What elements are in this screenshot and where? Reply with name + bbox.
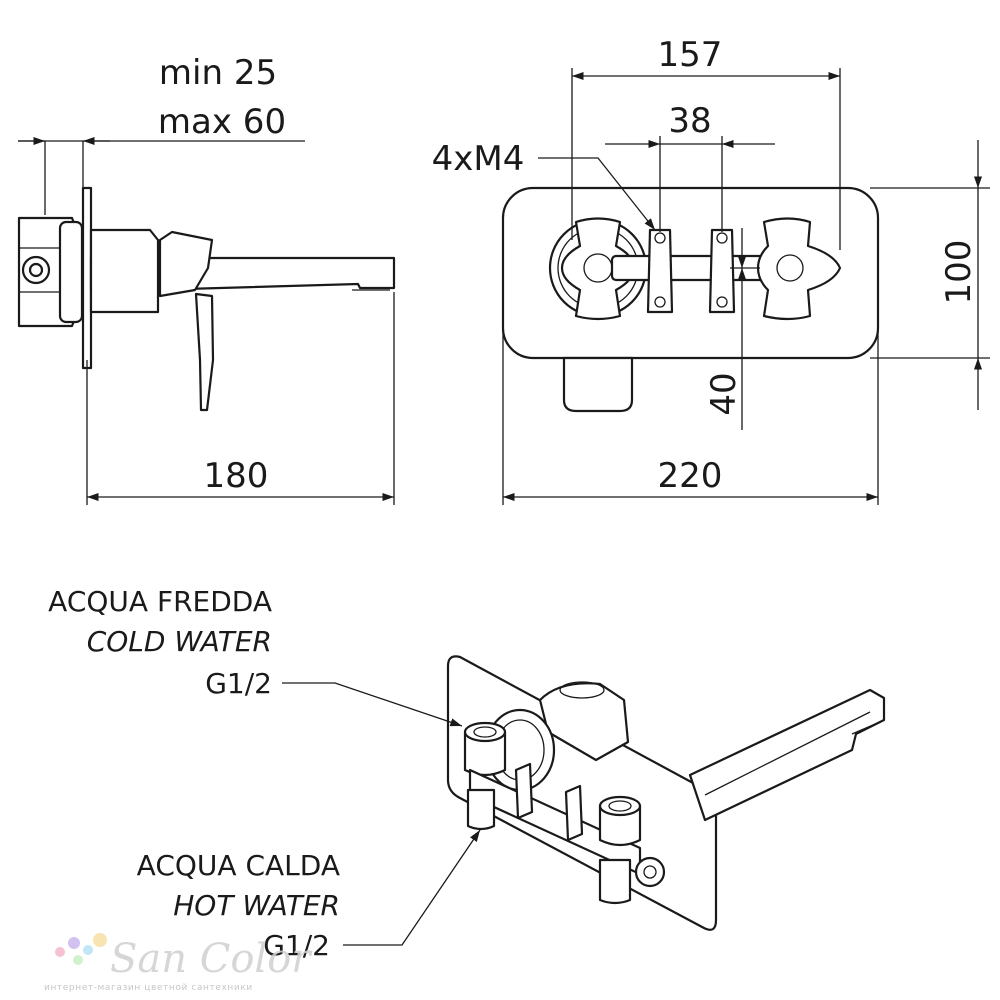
cold-water-italian-label: ACQUA FREDDA	[48, 585, 272, 618]
watermark: San Color интернет-магазин цветной санте…	[44, 933, 313, 993]
watermark-dot	[68, 937, 80, 949]
screw-leader	[538, 157, 656, 231]
cold-water-english-label: COLD WATER	[87, 625, 272, 658]
plate-width-label: 220	[658, 456, 723, 496]
hot-water-english-label: HOT WATER	[173, 889, 340, 922]
mount-bracket-right	[708, 228, 736, 314]
plate-height-label: 100	[939, 240, 979, 305]
wall-plate	[81, 186, 93, 370]
iso-cold-inlet	[463, 730, 507, 777]
iso-hot-inlet	[598, 804, 642, 847]
lever-base	[89, 228, 160, 314]
front-view: 157 38 4xM4 100 40 220	[432, 35, 990, 505]
side-view: min 25 max 60 180	[17, 53, 396, 505]
mount-bracket-left	[646, 228, 674, 314]
front-lever	[562, 356, 634, 413]
cold-water-thread-label: G1/2	[205, 667, 272, 700]
iso-lever-block	[538, 682, 630, 762]
mount-spacing-label: 38	[668, 101, 711, 141]
watermark-dot	[93, 933, 107, 947]
isometric-view: ACQUA FREDDA COLD WATER G1/2 ACQUA CALDA…	[48, 585, 886, 962]
watermark-dot	[73, 955, 83, 965]
watermark-brand: San Color	[110, 936, 313, 982]
watermark-tagline: интернет-магазин цветной сантехники	[44, 983, 253, 993]
cold-water-leader	[282, 682, 463, 727]
hot-water-italian-label: ACQUA CALDA	[137, 849, 340, 882]
lever-offset-label: 40	[704, 372, 744, 415]
lever-handle	[194, 292, 215, 412]
watermark-dot	[55, 947, 65, 957]
iso-spout	[688, 688, 886, 822]
depth-max-label: max 60	[158, 102, 286, 142]
hot-water-thread-label: G1/2	[263, 929, 330, 962]
cold-valve-body	[560, 217, 636, 321]
spout-length-label: 180	[204, 456, 269, 496]
watermark-dot	[83, 945, 93, 955]
handle-spacing-label: 157	[658, 35, 723, 75]
hot-water-leader	[343, 829, 481, 946]
iso-end-cap	[634, 856, 666, 888]
screw-label: 4xM4	[432, 139, 525, 179]
depth-min-label: min 25	[159, 53, 277, 93]
